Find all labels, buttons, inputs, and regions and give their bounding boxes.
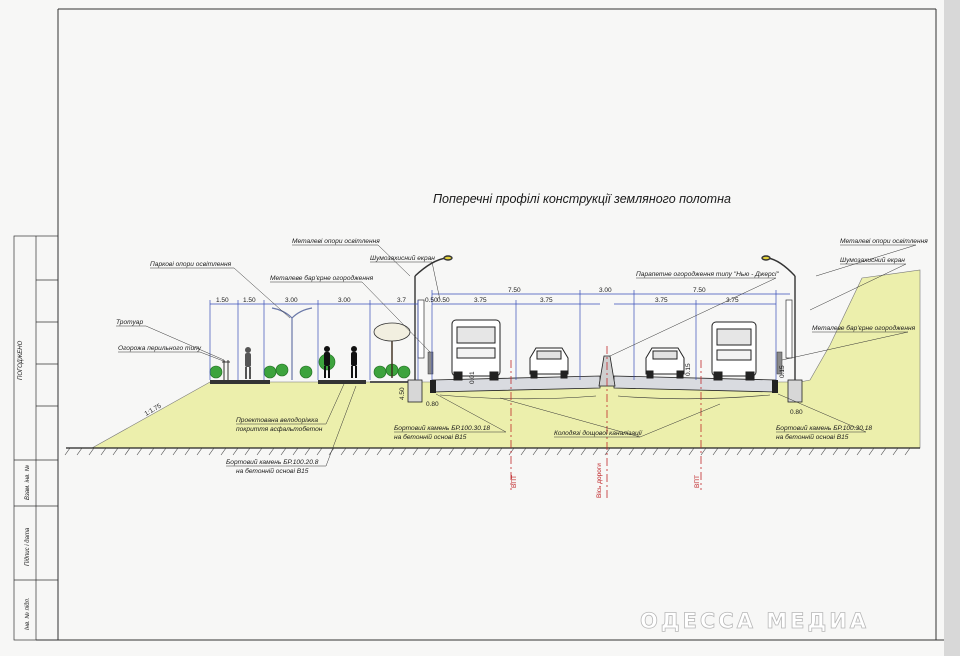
- lighting-pole-left: [414, 255, 453, 380]
- green-strip-surface: [370, 381, 414, 383]
- label-curb-right-1: Бортовий камень БР.100.30.18: [776, 424, 872, 432]
- side-stamp: [13, 235, 59, 641]
- dim-lane-2: 3.75: [540, 297, 553, 304]
- pedestrian-figure-1: [245, 347, 251, 379]
- foundation-right: [787, 379, 803, 403]
- leader-lines: [116, 244, 917, 467]
- label-metal-barrier-right: Металеве бар'єрне огородження: [812, 324, 916, 332]
- label-metal-barrier-left: Металеве бар'єрне огородження: [270, 274, 374, 282]
- foundation-left: [407, 379, 423, 403]
- stamp-cell-inv-no: Інв. № підл.: [24, 597, 31, 630]
- label-parapet: Парапетне огородження типу "Нью - Джерсі…: [636, 270, 779, 278]
- label-curb-small-2: на бетонній основі В15: [236, 467, 309, 475]
- label-curb-small-1: Бортовий камень БР.100.20.8: [226, 458, 319, 466]
- dim-small-7: 0.01: [469, 371, 476, 384]
- axis-label-left: ВПТ: [511, 475, 518, 488]
- metal-barrier-right: [776, 351, 783, 375]
- dim-lane-3: 3.75: [655, 297, 668, 304]
- dim-sidewalk-1: 1.50: [216, 297, 229, 304]
- label-metal-lighting-left: Металеві опори освітлення: [292, 237, 380, 245]
- drain-pipe-right: [617, 394, 771, 400]
- label-bike-path-1: Проектована велодоріжка: [236, 416, 318, 424]
- label-drain-wells: Колодязі дощової каналізації: [554, 429, 643, 437]
- car-right: [645, 347, 685, 379]
- ground-hatch: [64, 447, 911, 456]
- dim-median: 3.00: [599, 287, 612, 294]
- label-sidewalk: Тротуар: [116, 319, 143, 326]
- car-left: [529, 347, 569, 379]
- dim-small-1: 0.50: [425, 297, 438, 304]
- dim-small-5: 0.15: [685, 363, 692, 376]
- dim-small-0: 0.50: [437, 297, 450, 304]
- dim-carriage-right-total: 7.50: [693, 287, 706, 294]
- label-curb-right-2: на бетонній основі В15: [776, 433, 849, 441]
- watermark-logo: ОДЕССА МЕДИА: [640, 609, 869, 633]
- dim-lane-1: 3.75: [474, 297, 487, 304]
- pedestrian-figure-3: [351, 346, 357, 378]
- label-park-lighting: Паркові опори освітлення: [150, 260, 232, 268]
- sidewalk-left-surface: [210, 380, 270, 384]
- label-curb-left-1: Бортовий камень БР.100.30.18: [394, 424, 490, 432]
- curb-right: [772, 380, 778, 393]
- axis-lines: [510, 346, 702, 500]
- dim-small-2: 4.50: [399, 387, 406, 400]
- noise-screen-right: [785, 299, 793, 359]
- stamp-cell-replace-inv: Взам. інв. №: [24, 464, 31, 500]
- label-railing: Огорожа перильного типу: [118, 345, 202, 352]
- lighting-pole-right: [761, 255, 796, 380]
- dim-sidewalk-2: 1.50: [243, 297, 256, 304]
- dim-small-3: 0.80: [426, 401, 439, 408]
- dim-bike-path: 3.00: [338, 297, 351, 304]
- tree: [373, 322, 411, 378]
- dim-verge: 3.7: [397, 297, 406, 304]
- label-curb-left-2: на бетонній основі В15: [394, 433, 467, 441]
- label-noise-screen-right: Шумозахисний екран: [840, 256, 905, 264]
- axis-label-center: Вісь дороги: [595, 463, 603, 498]
- axis-label-right: ВПТ: [694, 475, 701, 488]
- dim-carriage-left-total: 7.50: [508, 287, 521, 294]
- paper-edge-shadow: [944, 0, 960, 656]
- curb-left: [430, 380, 436, 393]
- label-bike-path-2: покриття асфальтобетон: [236, 425, 323, 433]
- label-noise-screen-left: Шумозахисний екран: [370, 254, 435, 262]
- drawing-title: Поперечні профілі конструкції земляного …: [433, 192, 731, 206]
- label-metal-lighting-right: Металеві опори освітлення: [840, 237, 928, 245]
- dim-green-1: 3.00: [285, 297, 298, 304]
- metal-barrier-left: [427, 351, 434, 375]
- dimension-lines: [209, 290, 790, 380]
- dim-small-6: 0.15: [779, 365, 786, 378]
- truck-right: [711, 321, 757, 381]
- stamp-approved-text: ПОГОДЖЕНО: [18, 340, 24, 380]
- dim-lane-4: 3.75: [726, 297, 739, 304]
- noise-screen-left: [417, 299, 425, 359]
- bus-left: [451, 319, 501, 381]
- drain-pipe-left: [439, 394, 597, 400]
- bike-path-surface: [318, 380, 366, 384]
- stamp-cell-signature: Підпис і дата: [25, 527, 31, 566]
- pedestrian-figure-2: [324, 346, 330, 378]
- dim-small-4: 0.80: [790, 409, 803, 416]
